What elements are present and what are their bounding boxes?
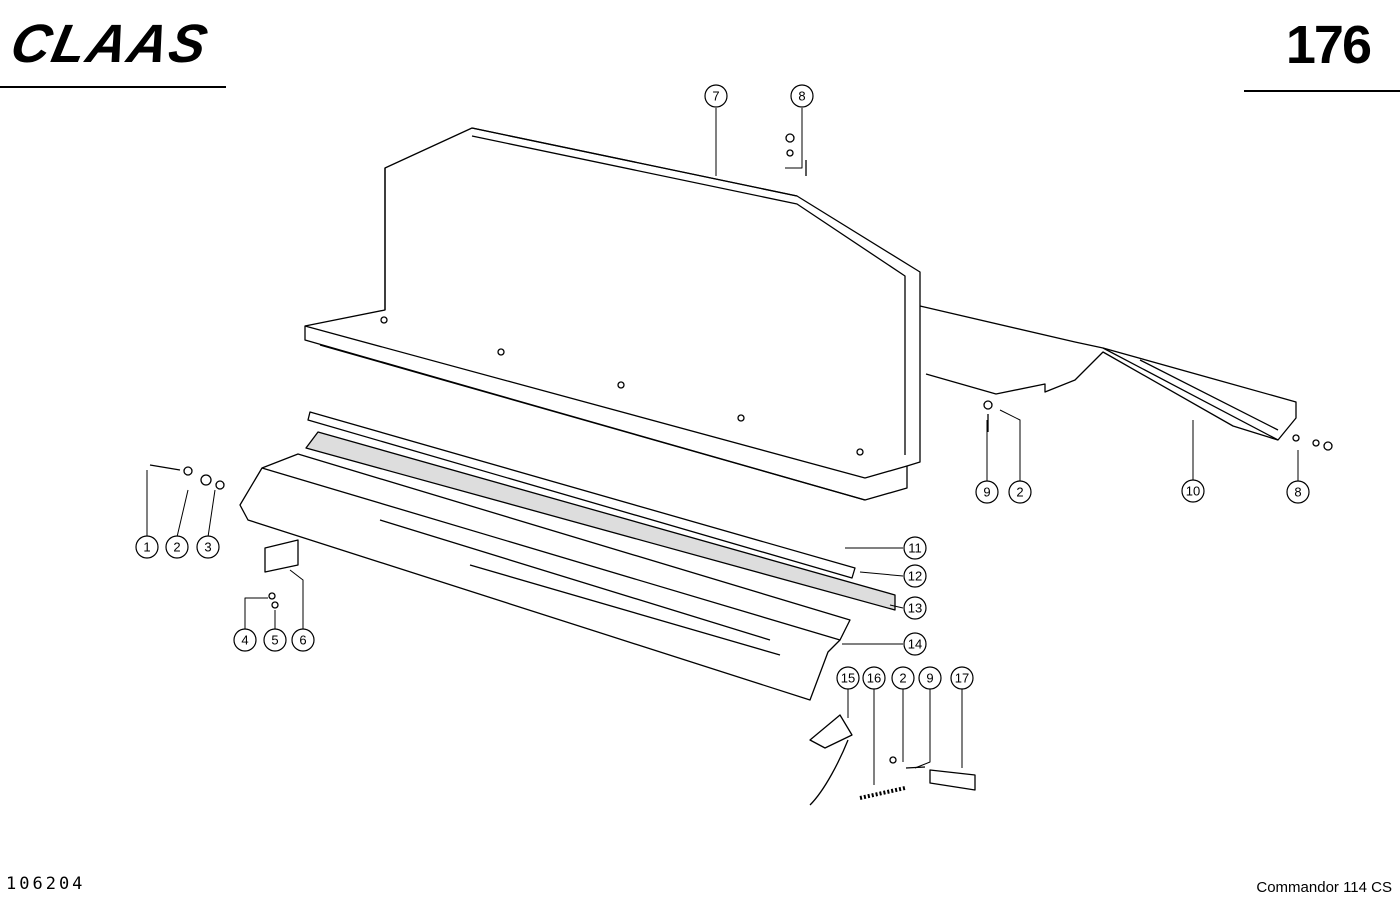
page-number: 176 — [1285, 15, 1372, 75]
callout-7: 7 — [704, 84, 728, 108]
svg-text:7: 7 — [712, 89, 719, 104]
header-right-rule — [1244, 90, 1400, 92]
seal-strip — [305, 431, 896, 611]
svg-text:2: 2 — [1016, 485, 1023, 500]
svg-text:11: 11 — [908, 541, 922, 556]
svg-text:4: 4 — [241, 633, 248, 648]
drawing-code: 106204 — [6, 874, 86, 894]
svg-text:15: 15 — [841, 671, 855, 686]
svg-text:16: 16 — [867, 671, 881, 686]
callout-1: 1 — [135, 535, 159, 559]
svg-text:10: 10 — [1186, 484, 1200, 499]
svg-text:9: 9 — [983, 485, 990, 500]
svg-text:2: 2 — [899, 671, 906, 686]
svg-text:1: 1 — [143, 540, 150, 555]
svg-text:2: 2 — [173, 540, 180, 555]
callout-2: 2 — [1008, 480, 1032, 504]
svg-text:3: 3 — [204, 540, 211, 555]
callout-6: 6 — [291, 628, 315, 652]
callout-11: 11 — [903, 536, 927, 560]
callout-9: 9 — [918, 666, 942, 690]
rear-extension-panel — [919, 305, 1297, 441]
svg-text:17: 17 — [955, 671, 969, 686]
callout-3: 3 — [196, 535, 220, 559]
svg-text:8: 8 — [1294, 485, 1301, 500]
callout-9: 9 — [975, 480, 999, 504]
callout-16: 16 — [862, 666, 886, 690]
upper-rod — [307, 411, 856, 579]
small-hardware — [149, 133, 1333, 806]
leader-lines — [146, 108, 1299, 785]
hood-panel — [304, 127, 921, 501]
svg-text:9: 9 — [926, 671, 933, 686]
callout-8: 8 — [790, 84, 814, 108]
callout-4: 4 — [233, 628, 257, 652]
callout-17: 17 — [950, 666, 974, 690]
header-left-rule — [0, 86, 226, 88]
svg-text:6: 6 — [299, 633, 306, 648]
callout-5: 5 — [263, 628, 287, 652]
callout-8: 8 — [1286, 480, 1310, 504]
callout-15: 15 — [836, 666, 860, 690]
svg-text:5: 5 — [271, 633, 278, 648]
callout-13: 13 — [903, 596, 927, 620]
svg-text:13: 13 — [908, 601, 922, 616]
svg-text:12: 12 — [908, 569, 922, 584]
callout-2: 2 — [165, 535, 189, 559]
callout-12: 12 — [903, 564, 927, 588]
callout-10: 10 — [1181, 479, 1205, 503]
svg-text:8: 8 — [798, 89, 805, 104]
callout-2: 2 — [891, 666, 915, 690]
model-name: Commandor 114 CS — [1256, 879, 1392, 896]
callout-14: 14 — [903, 632, 927, 656]
front-shield — [239, 453, 851, 701]
svg-text:CLAAS: CLAAS — [8, 16, 214, 70]
brand-logo: CLAAS — [8, 16, 214, 70]
svg-text:14: 14 — [908, 637, 922, 652]
